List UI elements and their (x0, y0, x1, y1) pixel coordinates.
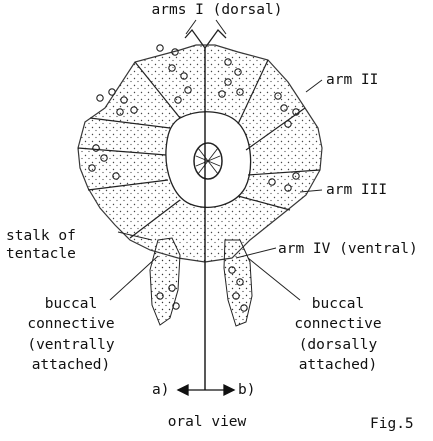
label-buccal-left-1: buccal (14, 296, 128, 312)
label-arm-iii: arm III (326, 182, 387, 198)
label-buccal-right-4: attached) (282, 357, 394, 373)
label-buccal-left-2: connective (14, 316, 128, 332)
figure-number: Fig.5 (370, 416, 414, 432)
label-side-a: a) (152, 382, 169, 398)
label-buccal-left-3: (ventrally (14, 337, 128, 353)
label-side-b: b) (238, 382, 255, 398)
side-arrow (178, 385, 234, 395)
label-arm-iv: arm IV (ventral) (278, 241, 418, 257)
figure-caption: oral view (148, 414, 266, 430)
label-stalk-line2: tentacle (6, 246, 76, 262)
label-buccal-right-3: (dorsally (282, 337, 394, 353)
label-buccal-right-2: connective (282, 316, 394, 332)
label-buccal-left-4: attached) (14, 357, 128, 373)
label-buccal-right-1: buccal (282, 296, 394, 312)
label-arms-dorsal: arms I (dorsal) (151, 2, 283, 18)
label-arm-ii: arm II (326, 72, 378, 88)
label-stalk-line1: stalk of (6, 228, 76, 244)
tentacle-stalk-right (224, 240, 252, 326)
